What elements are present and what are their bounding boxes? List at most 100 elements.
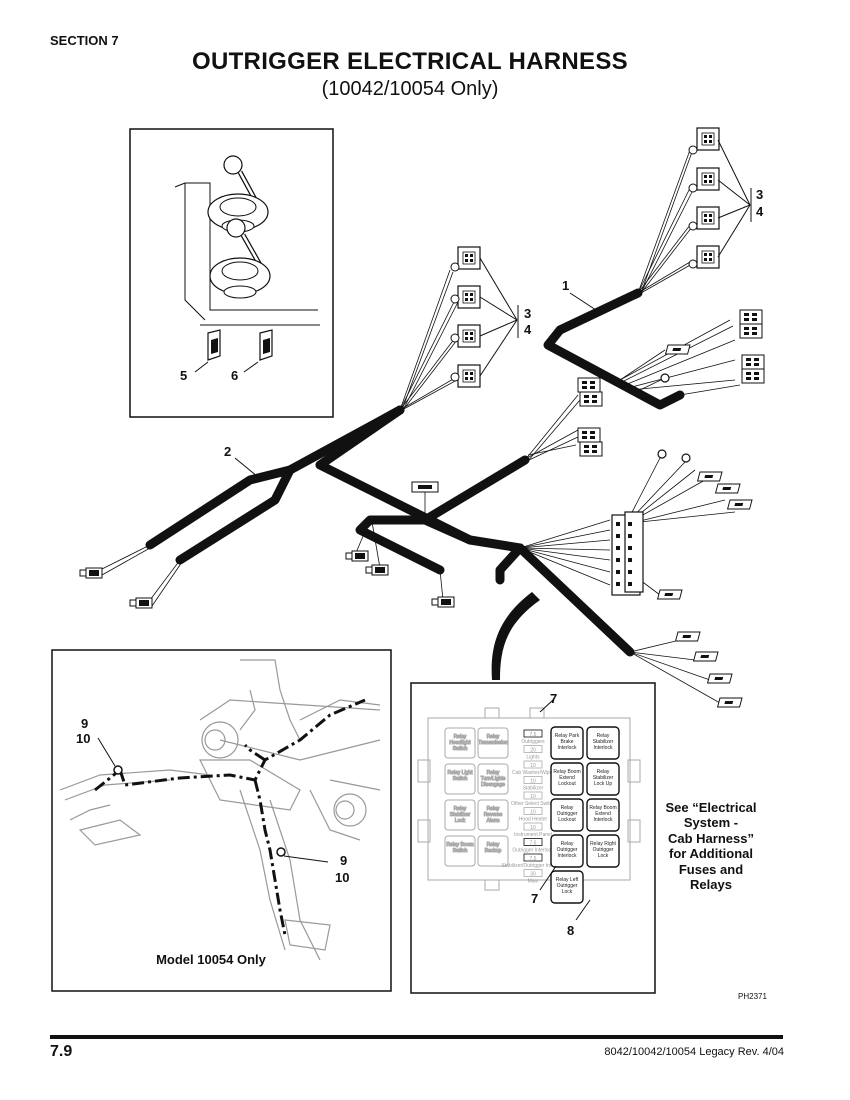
fuse-label: Outrigger Interlock [512, 848, 554, 854]
harness-trunk-1 [543, 288, 685, 410]
fuse-label: Stabilizer/Outrigger Interlock [501, 863, 565, 869]
fuse-amps: 10 [530, 825, 536, 831]
callout-10-lower: 10 [335, 870, 349, 885]
relay-slot [477, 835, 509, 867]
callout-4-right: 4 [756, 204, 764, 219]
note-line-2: System - [684, 815, 738, 830]
callout-10-upper: 10 [76, 731, 90, 746]
model-inset: 9 10 9 10 Model 10054 Only [51, 649, 392, 992]
relay-outrigger [550, 834, 584, 868]
rocker-switch-5 [207, 329, 221, 361]
relay-slot [444, 835, 476, 867]
relay-slot [444, 727, 476, 759]
inset-caption: Model 10054 Only [156, 952, 267, 967]
document-reference: 8042/10042/10054 Legacy Rev. 4/04 [604, 1046, 784, 1058]
fuse-slot [523, 760, 543, 769]
page-title: OUTRIGGER ELECTRICAL HARNESS [192, 48, 628, 75]
fuse-slot [523, 729, 543, 738]
fuse-label: Cab Washer/Wiper [512, 770, 554, 776]
weatherpack-plugs [79, 481, 455, 609]
note-line-4: for Additional [669, 846, 753, 861]
relay-outrigger [550, 870, 584, 904]
fuse-amps: 10 [530, 779, 536, 785]
fuse-amps: 10 [530, 810, 536, 816]
footer-rule [50, 1035, 783, 1039]
relay-slot [477, 799, 509, 831]
callout-5: 5 [180, 368, 187, 383]
fuse-amps: 7.5 [530, 732, 537, 738]
note-line-5: Fuses and [679, 862, 743, 877]
cab-harness-note: See “Electrical System - Cab Harness” fo… [665, 800, 756, 892]
relay-slot [444, 763, 476, 795]
fuse-label: Stabilizer [523, 786, 544, 792]
fuse-amps: 30 [530, 872, 536, 878]
harness-to-cab-bundle [491, 592, 540, 680]
callout-8: 8 [567, 923, 574, 938]
relay-outrigger [550, 798, 584, 832]
figure-id: PH2371 [738, 992, 767, 1001]
page-number: 7.9 [50, 1043, 73, 1060]
fuse-slot [523, 745, 543, 753]
fuse-label: Lights [526, 755, 540, 761]
callout-1: 1 [562, 278, 569, 293]
callout-3-right: 3 [756, 187, 763, 202]
fuse-slot [523, 853, 543, 862]
main-junction-block [611, 511, 644, 596]
relay-outrigger [550, 762, 584, 796]
callout-6: 6 [231, 368, 238, 383]
note-line-6: Relays [690, 877, 732, 892]
fuse-amps: 10 [530, 794, 536, 800]
fuse-label: Outriggers [521, 739, 545, 745]
callout-7-upper: 7 [550, 691, 557, 706]
fuse-slot [523, 776, 543, 784]
section-label: SECTION 7 [50, 33, 119, 48]
relay-slot [444, 799, 476, 831]
fuse-amps: 7.5 [530, 856, 537, 862]
rocker-switch-6 [259, 329, 273, 361]
fuse-label: Main [528, 879, 539, 885]
callout-9-lower: 9 [340, 853, 347, 868]
page-subtitle: (10042/10054 Only) [321, 78, 499, 100]
fuse-amps: 20 [530, 748, 536, 754]
fuse-label: Other Select Switch [511, 801, 555, 807]
relay-connectors-left [450, 246, 481, 388]
callout-2: 2 [224, 444, 231, 459]
joystick-lower [209, 218, 271, 299]
callout-3-left: 3 [524, 306, 531, 321]
fuse-label: Hood Heater [519, 817, 548, 823]
relay-outrigger [586, 798, 620, 832]
controls-inset: 5 6 [129, 128, 334, 418]
note-line-3: Cab Harness” [668, 831, 754, 846]
relay-slot [477, 763, 509, 795]
fuse-slot [523, 807, 543, 815]
note-line-1: See “Electrical [665, 800, 756, 815]
relay-outrigger [586, 762, 620, 796]
fuse-label: Instrument Panel [514, 832, 552, 838]
relay-slot [477, 727, 509, 759]
fuse-amps: 10 [530, 763, 536, 769]
relay-outrigger [550, 726, 584, 760]
wires [99, 149, 741, 704]
multi-pin-connectors [577, 309, 765, 457]
fuse-slot [523, 869, 543, 877]
bracket-leaders [234, 139, 752, 478]
relay-outrigger [586, 834, 620, 868]
fuse-slot [523, 791, 543, 800]
